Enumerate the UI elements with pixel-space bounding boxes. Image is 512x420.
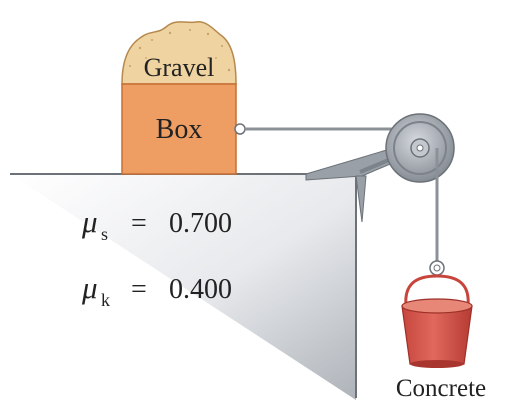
bucket-handle <box>404 274 470 307</box>
mu-k-equals: = <box>131 274 147 305</box>
table-shadow <box>10 174 356 400</box>
pulley-groove <box>393 121 447 175</box>
pulley-bracket-brace <box>355 175 367 223</box>
gravel-label: Gravel <box>144 53 215 82</box>
gravel-texture <box>129 29 231 72</box>
bucket-body <box>401 305 473 365</box>
static-friction-equation: μ s = 0.700 <box>81 204 232 244</box>
box-hook <box>234 123 246 135</box>
box <box>121 83 237 175</box>
bucket-hook-inner <box>433 264 441 272</box>
mu-k-symbol: μ <box>81 270 98 305</box>
mu-k-subscript: k <box>101 290 110 310</box>
concrete-label: Concrete <box>396 375 486 402</box>
mu-s-equals: = <box>131 208 147 239</box>
mu-s-subscript: s <box>101 224 108 244</box>
gravel-pile <box>121 21 237 85</box>
mu-k-value: 0.400 <box>169 274 232 305</box>
bucket-hook <box>429 260 445 276</box>
pulley-axle-pin <box>416 144 424 152</box>
mu-s-symbol: μ <box>81 204 98 239</box>
box-label: Box <box>156 114 203 145</box>
mu-s-value: 0.700 <box>169 208 232 239</box>
bucket-bottom <box>410 360 464 368</box>
bucket-rim <box>401 298 473 314</box>
kinetic-friction-equation: μ k = 0.400 <box>81 270 232 310</box>
